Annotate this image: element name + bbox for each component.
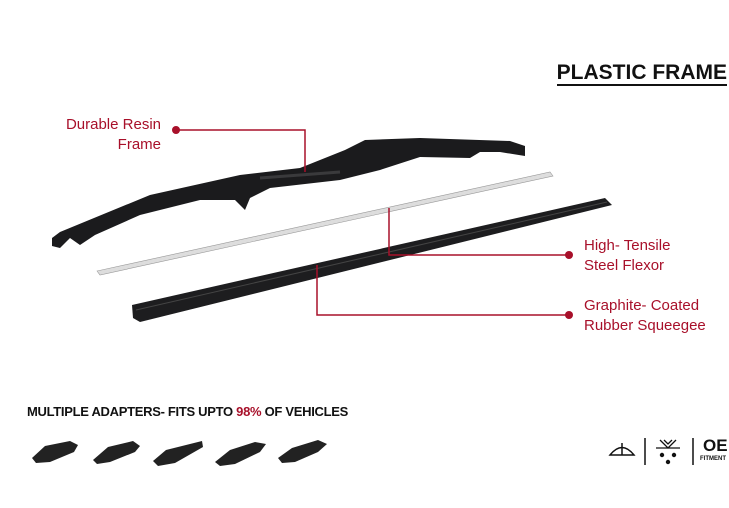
adapter-images <box>32 440 327 466</box>
adapters-heading: MULTIPLE ADAPTERS- FITS UPTO 98% OF VEHI… <box>27 404 348 419</box>
all-weather-icon <box>656 438 694 465</box>
callout-line-2: Rubber Squeegee <box>584 317 706 334</box>
adapters-prefix: MULTIPLE ADAPTERS- FITS UPTO <box>27 404 237 419</box>
resin-frame <box>52 138 525 248</box>
callout-line-1: High- Tensile <box>584 237 671 254</box>
steel-flexor <box>96 171 554 276</box>
callout-line-1: Durable Resin <box>65 116 161 133</box>
callout-line-1: Graphite- Coated <box>584 297 700 314</box>
adapters-percent: 98% <box>236 404 262 419</box>
rubber-squeegee <box>132 198 612 322</box>
fitment-label: FITMENT <box>700 456 726 462</box>
premium-wiping-element-icon <box>608 438 646 465</box>
page-title: PLASTIC FRAME <box>556 61 727 86</box>
adapters-suffix: OF VEHICLES <box>261 404 349 419</box>
callout-lines <box>176 129 569 316</box>
callout-line-2: Frame <box>117 136 161 153</box>
callout-line-2: Steel Flexor <box>584 257 665 274</box>
oe-badge: OE <box>703 436 728 455</box>
